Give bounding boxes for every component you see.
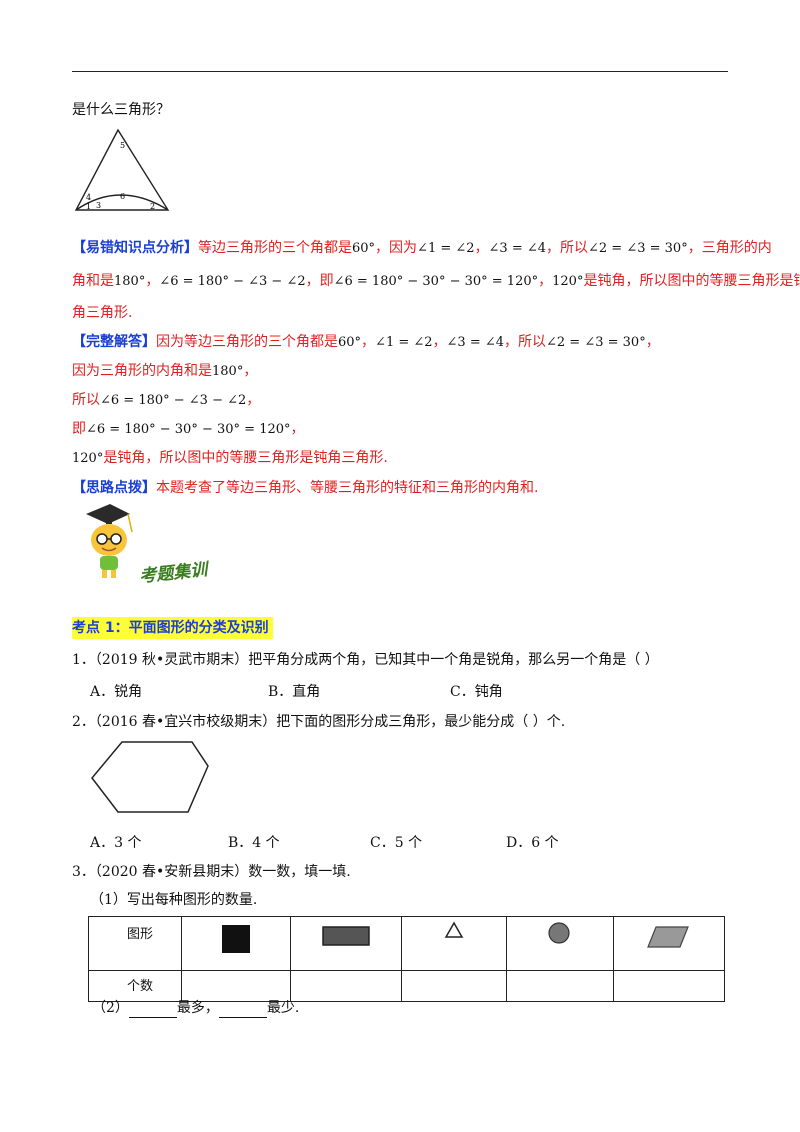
rectangle-shape-icon [322, 926, 370, 946]
hint-line: 【思路点拨】本题考查了等边三角形、等腰三角形的特征和三角形的内角和. [72, 480, 539, 496]
shape-cell-circle [506, 916, 614, 971]
q3-stem: 3．（2020 春•安新县期末）数一数，填一填. [72, 864, 351, 880]
square-shape-icon [222, 925, 250, 953]
section-title: 考点 1：平面图形的分类及识别 [72, 617, 273, 639]
count-cell-parallelogram[interactable] [613, 970, 725, 1002]
analysis-line-1: 【易错知识点分析】等边三角形的三个角都是60°，因为∠1 = ∠2，∠3 = ∠… [72, 240, 772, 256]
circle-shape-icon [548, 922, 570, 944]
row-label-count: 个数 [88, 970, 182, 1002]
hexagon-figure [91, 741, 209, 813]
angle-label-1: 1 [86, 202, 91, 211]
mascot-illustration: 考题集训 [86, 504, 211, 587]
shape-cell-parallelogram [613, 916, 725, 971]
triangle-shape-icon [444, 921, 464, 938]
count-cell-circle[interactable] [506, 970, 614, 1002]
question-tail: 是什么三角形？ [72, 102, 170, 118]
triangle-figure: 5 4 1 3 6 2 [74, 128, 170, 211]
row-label-shapes: 图形 [88, 916, 182, 971]
angle-label-5: 5 [120, 141, 125, 150]
q2-option-a[interactable]: A．3 个 [90, 835, 142, 851]
q1-stem: 1．（2019 秋•灵武市期末）把平角分成两个角，已知其中一个角是锐角，那么另一… [72, 652, 659, 668]
count-cell-triangle[interactable] [401, 970, 507, 1002]
solution-line-5: 120°是钝角，所以图中的等腰三角形是钝角三角形. [72, 450, 388, 466]
q1-option-a[interactable]: A．锐角 [90, 684, 143, 700]
blank-least[interactable] [218, 1003, 267, 1018]
q2-stem: 2．（2016 春•宜兴市校级期末）把下面的图形分成三角形，最少能分成（ ）个. [72, 714, 566, 730]
solution-line-1: 【完整解答】因为等边三角形的三个角都是60°，∠1 = ∠2，∠3 = ∠4，所… [72, 334, 660, 350]
solution-line-2: 因为三角形的内角和是180°， [72, 363, 258, 379]
shape-cell-square [181, 916, 291, 971]
q3-sub2: （2）最多，最少. [92, 1000, 300, 1018]
q1-option-b[interactable]: B．直角 [268, 684, 321, 700]
count-cell-rectangle[interactable] [290, 970, 402, 1002]
q2-option-d[interactable]: D．6 个 [506, 835, 559, 851]
angle-label-3: 3 [96, 201, 101, 210]
angle-label-4: 4 [86, 193, 91, 202]
analysis-line-2: 角和是180°，∠6 = 180° − ∠3 − ∠2，即∠6 = 180° −… [72, 273, 800, 289]
angle-label-6: 6 [120, 192, 125, 201]
q2-option-c[interactable]: C．5 个 [370, 835, 423, 851]
banner-text: 考题集训 [138, 560, 211, 587]
blank-most[interactable] [128, 1003, 177, 1018]
solution-line-3: 所以∠6 = 180° − ∠3 − ∠2， [72, 392, 261, 408]
shape-count-table: 图形 个数 [88, 916, 725, 1002]
parallelogram-shape-icon [647, 926, 689, 948]
analysis-line-3: 角三角形. [72, 305, 133, 321]
shape-cell-triangle [401, 916, 507, 971]
header-rule [72, 71, 728, 72]
solution-line-4: 即∠6 = 180° − 30° − 30° = 120°， [72, 421, 305, 437]
angle-label-2: 2 [150, 202, 155, 211]
q3-sub1: （1）写出每种图形的数量. [90, 892, 258, 908]
count-cell-square[interactable] [181, 970, 291, 1002]
q1-option-c[interactable]: C．钝角 [450, 684, 503, 700]
shape-cell-rectangle [290, 916, 402, 971]
q2-option-b[interactable]: B．4 个 [228, 835, 280, 851]
